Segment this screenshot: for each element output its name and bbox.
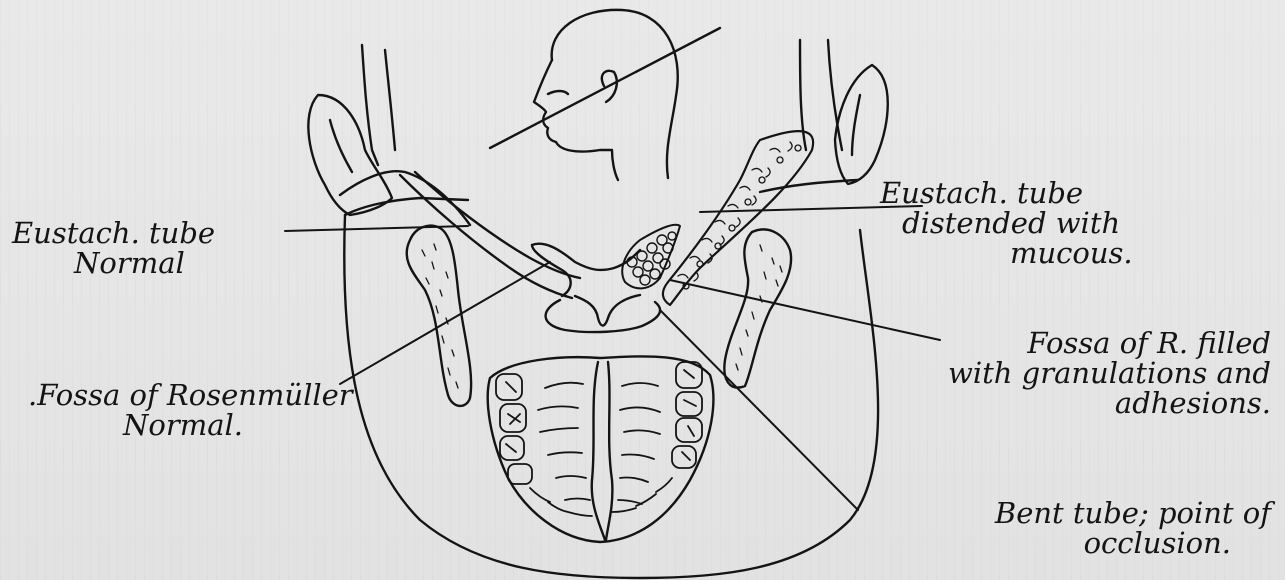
label-line: Eustach. tube xyxy=(12,218,215,248)
label-line: Fossa of R. filled xyxy=(948,328,1271,358)
right-canal xyxy=(760,180,858,192)
label-eustachian-tube-normal: Eustach. tube Normal xyxy=(12,218,215,278)
label-bent-tube: Bent tube; point of occlusion. xyxy=(995,498,1271,558)
right-jaw-bone xyxy=(724,229,791,387)
label-line: Eustach. tube xyxy=(880,178,1133,208)
label-line: Normal xyxy=(12,248,215,278)
label-line: .Fossa of Rosenmüller xyxy=(28,380,353,410)
label-line: adhesions. xyxy=(948,388,1271,418)
label-fossa-filled: Fossa of R. filled with granulations and… xyxy=(948,328,1271,418)
label-line: with granulations and xyxy=(948,358,1271,388)
right-ear xyxy=(800,40,888,184)
label-eustachian-tube-distended: Eustach. tube distended with mucous. xyxy=(880,178,1133,268)
left-ear xyxy=(308,45,395,215)
hard-palate xyxy=(488,356,714,542)
label-line: Normal. xyxy=(28,410,353,440)
label-fossa-normal: .Fossa of Rosenmüller Normal. xyxy=(28,380,353,440)
label-line: distended with xyxy=(880,208,1133,238)
label-line: occlusion. xyxy=(995,528,1271,558)
left-jaw-bone xyxy=(407,226,471,406)
label-line: Bent tube; point of xyxy=(995,498,1271,528)
head-profile xyxy=(490,10,720,180)
label-line: mucous. xyxy=(880,238,1133,268)
distended-eustachian-tube xyxy=(663,131,813,305)
